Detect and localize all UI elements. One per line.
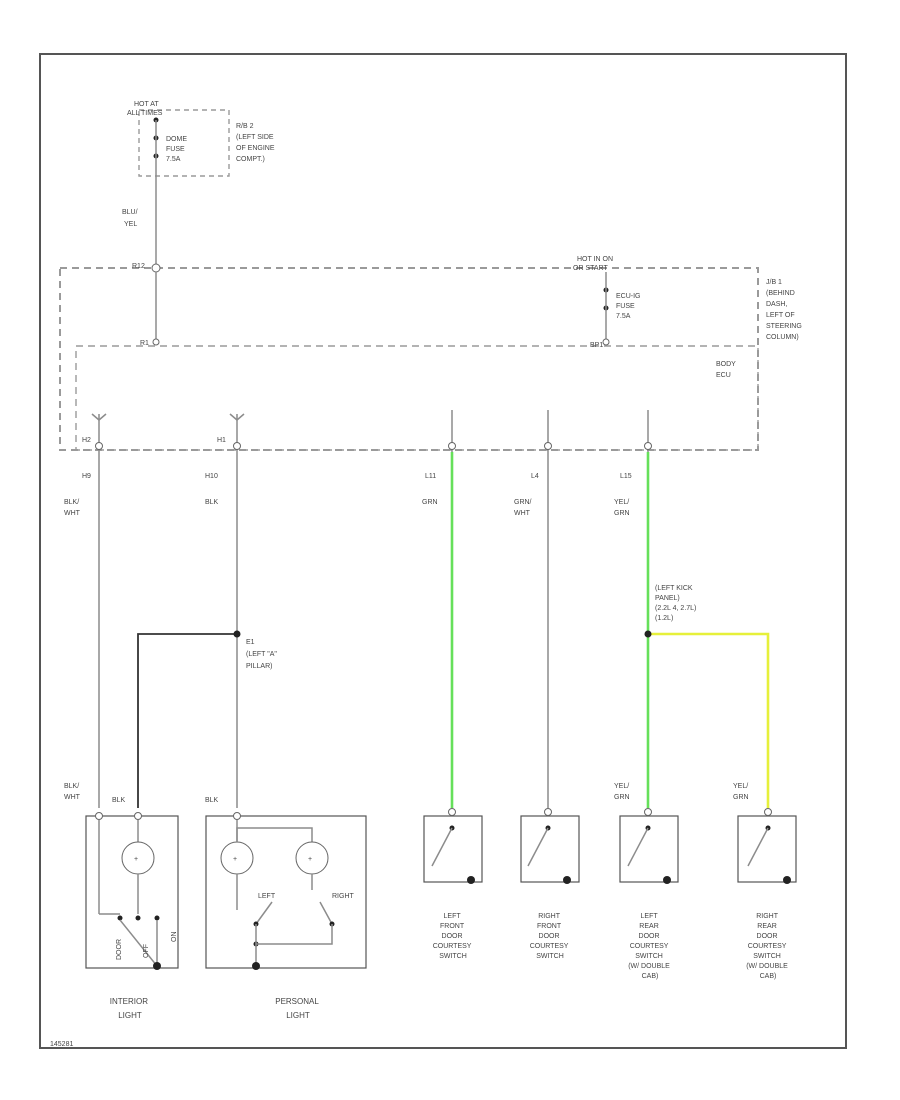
component-label-interior-light: INTERIOR LIGHT	[110, 997, 150, 1020]
jb-hot-label: HOT IN ON OR START	[573, 256, 615, 272]
figure-id: 145281	[50, 1041, 73, 1048]
svg-text:+: +	[233, 856, 237, 863]
pin-label: H1	[217, 437, 226, 444]
component-label-right-front: RIGHT FRONT DOOR COURTESY SWITCH	[530, 913, 571, 960]
jb-pin-ecu: BP1	[590, 342, 603, 349]
svg-text:+: +	[308, 856, 312, 863]
circuit-h1: H1 H10 BLK	[205, 414, 238, 808]
wire-label-interior-b: BLK	[112, 797, 126, 804]
wire-label: BLK	[205, 499, 219, 506]
wire-label: BLK/ WHT	[64, 499, 81, 517]
jb-pins	[91, 413, 652, 450]
circuit-h2: H2 H9 BLK/ WHT	[64, 414, 100, 808]
interior-switch-door: DOOR	[116, 939, 123, 960]
ecu-label: BODY ECU	[716, 361, 738, 379]
jb-location: J/B 1 (BEHIND DASH, LEFT OF STEERING COL…	[766, 279, 804, 341]
junction-block: R12 R1 HOT IN ON OR START ECU-IG FUSE 7.…	[59, 256, 804, 451]
wire-label: YEL/ GRN	[614, 499, 631, 517]
splice-kick-panel: (LEFT KICK PANEL) (2.2L 4, 2.7L) (1.2L)	[644, 585, 698, 638]
personal-switch-left: LEFT	[258, 893, 276, 900]
jb-pin-in: R1	[140, 340, 149, 347]
pin-label: L11	[425, 473, 436, 480]
wire-label-personal: BLK	[205, 797, 219, 804]
personal-switch-right: RIGHT	[332, 893, 355, 900]
fuse-label-top: DOME FUSE 7.5A	[166, 136, 189, 163]
wire-label-top: BLU/ YEL	[122, 209, 140, 228]
left-front-door-switch	[423, 808, 483, 884]
left-rear-door-switch	[619, 808, 679, 884]
fuse-location-top: R/B 2 (LEFT SIDE OF ENGINE COMPT.)	[236, 123, 276, 163]
component-label-left-front: LEFT FRONT DOOR COURTESY SWITCH	[433, 913, 474, 960]
conn-label: H10	[205, 473, 218, 480]
wire-label: GRN	[422, 499, 438, 506]
personal-light: + + LEFT RIGHT	[205, 812, 367, 970]
jb-pin-top: R12	[132, 263, 145, 270]
splice-kick-label: (LEFT KICK PANEL) (2.2L 4, 2.7L) (1.2L)	[655, 585, 698, 622]
wire-label-right-rear: YEL/ GRN	[733, 783, 750, 801]
wire-label-left-rear: YEL/ GRN	[614, 783, 631, 801]
component-label-personal-light: PERSONAL LIGHT	[275, 997, 321, 1020]
pin-label: L15	[620, 473, 632, 480]
circuit-l4: L4 GRN/ WHT	[514, 410, 549, 808]
pin-label: H2	[82, 437, 91, 444]
component-label-right-rear: RIGHT REAR DOOR COURTESY SWITCH (W/ DOUB…	[746, 913, 790, 980]
wire-label: GRN/ WHT	[514, 499, 533, 517]
svg-text:+: +	[134, 856, 138, 863]
conn-label: H9	[82, 473, 91, 480]
circuit-l11: L11 GRN	[422, 410, 454, 808]
splice-e1: E1 (LEFT "A" PILLAR)	[137, 630, 279, 808]
interior-switch-off: OFF	[143, 944, 150, 958]
jb-fuse-label: ECU-IG FUSE 7.5A	[616, 293, 642, 320]
interior-switch-on: ON	[171, 932, 178, 943]
right-front-door-switch	[520, 808, 580, 884]
pin-label: L4	[531, 473, 539, 480]
diagram-frame	[39, 53, 847, 1049]
right-rear-door-switch	[737, 808, 797, 884]
splice-e1-label: E1 (LEFT "A" PILLAR)	[246, 639, 279, 670]
interior-light: + DOOR OFF ON	[85, 812, 179, 970]
component-label-left-rear: LEFT REAR DOOR COURTESY SWITCH (W/ DOUBL…	[628, 913, 672, 980]
fuse-box-top: HOT AT ALL TIMES DOME FUSE 7.5A R/B 2 (L…	[127, 101, 276, 177]
wire-label-interior-a: BLK/ WHT	[64, 783, 81, 801]
hot-label-top: HOT AT ALL TIMES	[127, 101, 163, 117]
